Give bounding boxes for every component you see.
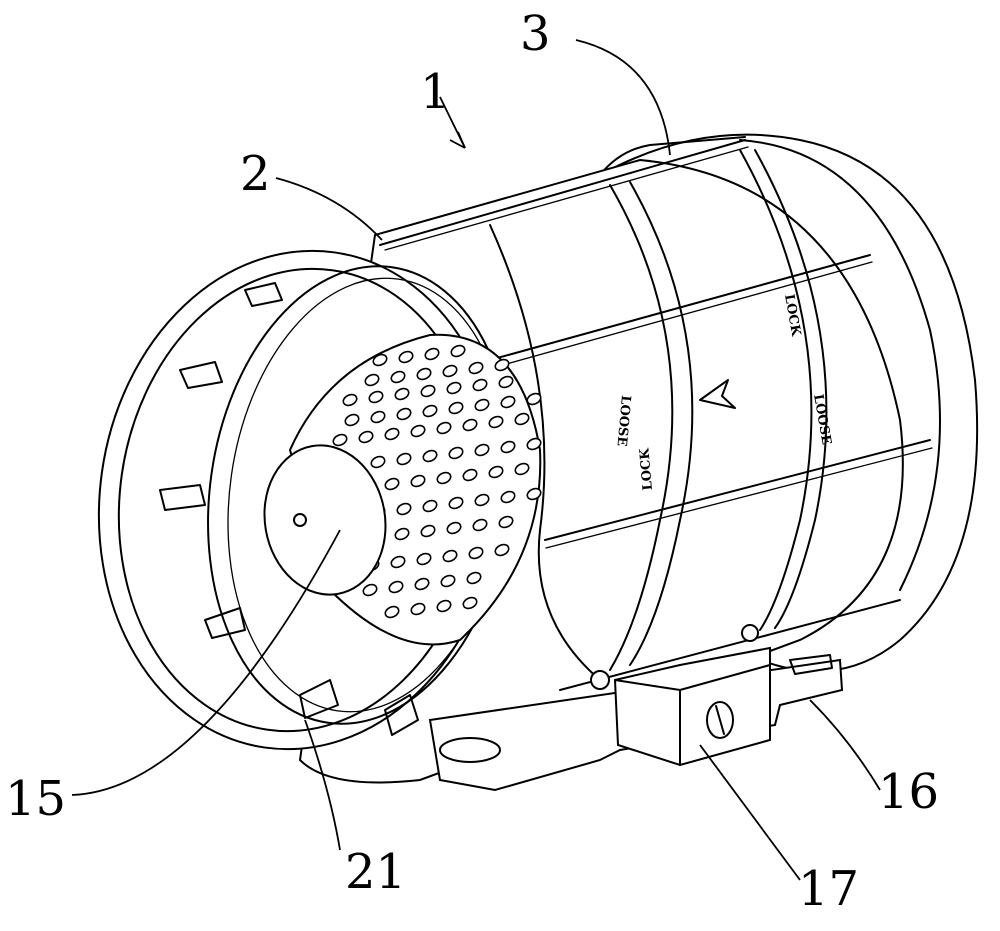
perforation-hole	[416, 367, 432, 381]
perforation-hole	[424, 347, 440, 361]
perforation-hole	[466, 571, 482, 585]
perforation-hole	[422, 499, 438, 513]
lock-text-right: LOCK	[781, 293, 803, 338]
perforation-hole	[410, 474, 426, 488]
label-2: 2	[240, 146, 271, 202]
perforation-hole	[410, 424, 426, 438]
perforation-hole	[498, 515, 514, 529]
perforation-hole	[448, 496, 464, 510]
perforation-hole	[436, 421, 452, 435]
perforation-hole	[462, 596, 478, 610]
perforation-hole	[526, 437, 542, 451]
perforation-hole	[436, 599, 452, 613]
perforation-hole	[514, 412, 530, 426]
perforation-hole	[526, 392, 542, 406]
perforation-hole	[474, 398, 490, 412]
reference-labels: 1 2 3 15 16 17 21	[5, 6, 939, 917]
leader-lines	[71, 39, 881, 881]
label-21: 21	[345, 844, 406, 900]
perforation-hole	[420, 524, 436, 538]
perforation-hole	[358, 430, 374, 444]
perforation-hole	[500, 490, 516, 504]
perforation-hole	[370, 410, 386, 424]
perforation-hole	[472, 378, 488, 392]
perforation-hole	[474, 493, 490, 507]
loose-text-left: LOOSE	[614, 395, 633, 447]
perforation-hole	[410, 602, 426, 616]
perforation-hole	[416, 552, 432, 566]
perforation-hole	[362, 583, 378, 597]
perforation-hole	[514, 462, 530, 476]
perforation-hole	[468, 361, 484, 375]
perforation-hole	[370, 455, 386, 469]
perforation-hole	[440, 574, 456, 588]
perforation-hole	[372, 353, 388, 367]
perforation-hole	[468, 546, 484, 560]
perforation-hole	[472, 518, 488, 532]
perforation-hole	[462, 418, 478, 432]
label-17: 17	[798, 861, 859, 917]
perforation-hole	[394, 387, 410, 401]
label-1: 1	[420, 64, 451, 120]
perforation-hole	[442, 549, 458, 563]
perforation-hole	[422, 404, 438, 418]
perforation-hole	[364, 373, 380, 387]
perforation-hole	[494, 358, 510, 372]
perforation-hole	[498, 375, 514, 389]
motor-hub	[263, 444, 387, 596]
guide-vanes	[159, 282, 419, 736]
perforation-hole	[388, 580, 404, 594]
perforation-hole	[342, 393, 358, 407]
perforation-hole	[384, 427, 400, 441]
perforation-hole	[446, 381, 462, 395]
perforation-hole	[462, 468, 478, 482]
label-3: 3	[520, 6, 551, 62]
perforation-hole	[384, 477, 400, 491]
perforation-hole	[390, 370, 406, 384]
perforation-hole	[526, 487, 542, 501]
junction-box	[590, 624, 771, 767]
perforation-hole	[436, 471, 452, 485]
lock-text-left: LOCK	[637, 447, 656, 491]
perforation-hole	[422, 449, 438, 463]
perforation-hole	[420, 384, 436, 398]
perforation-hole	[446, 521, 462, 535]
perforation-hole	[332, 433, 348, 447]
perforation-hole	[396, 407, 412, 421]
perforation-hole	[450, 344, 466, 358]
perforation-hole	[396, 452, 412, 466]
perforation-hole	[474, 443, 490, 457]
perforation-hole	[384, 605, 400, 619]
perforation-hole	[390, 555, 406, 569]
perforation-hole	[442, 364, 458, 378]
label-16: 16	[878, 764, 939, 820]
perforation-hole	[394, 527, 410, 541]
perforation-hole	[500, 440, 516, 454]
perforation-hole	[448, 446, 464, 460]
perforation-hole	[398, 350, 414, 364]
perforated-cone	[288, 333, 542, 646]
perforation-hole	[448, 401, 464, 415]
label-15: 15	[5, 771, 66, 827]
perforation-hole	[368, 390, 384, 404]
perforation-hole	[488, 465, 504, 479]
perforation-hole	[414, 577, 430, 591]
perforation-hole	[500, 395, 516, 409]
perforation-hole	[344, 413, 360, 427]
perforation-hole	[488, 415, 504, 429]
perforation-hole	[494, 543, 510, 557]
perforation-hole	[396, 502, 412, 516]
lock-marking-left: LOCK LOOSE	[614, 395, 656, 491]
